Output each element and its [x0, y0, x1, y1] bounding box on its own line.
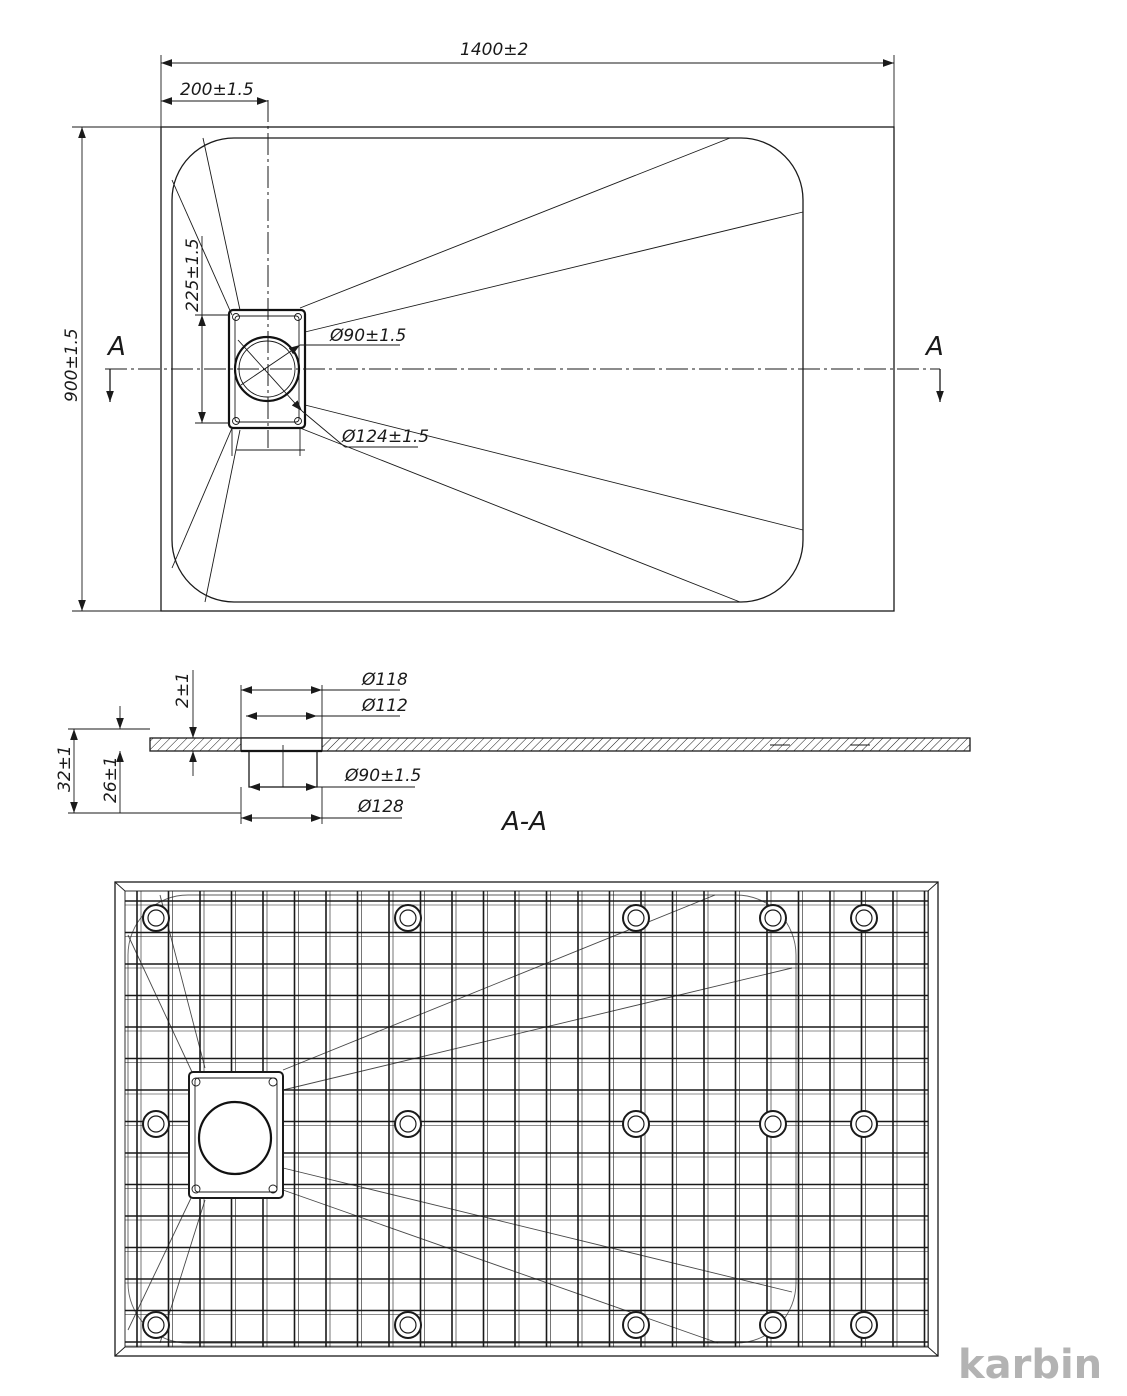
tray-basin — [171, 137, 804, 603]
support-foot — [627, 1316, 645, 1334]
support-foot — [142, 1110, 170, 1138]
support-foot — [759, 1311, 787, 1339]
overall-length-label: 1400±2 — [460, 40, 528, 60]
section-title: A-A — [500, 807, 547, 837]
support-foot — [147, 909, 165, 927]
support-foot — [147, 1316, 165, 1334]
bottom-drain-hole — [197, 1100, 273, 1176]
diameter-112-label: Ø112 — [361, 696, 408, 716]
section-view: Ø118 Ø112 Ø90±1.5 Ø128 2±1 32±1 26±1 A-A — [55, 670, 971, 837]
support-foot — [622, 1110, 650, 1138]
drain-hole-diameter-label: Ø90±1.5 — [329, 326, 406, 346]
body-thickness-label: 26±1 — [101, 756, 121, 803]
support-foot — [855, 1115, 873, 1133]
tray-outline — [160, 126, 895, 612]
support-foot — [399, 909, 417, 927]
support-foot — [394, 1110, 422, 1138]
drain-plate-diameter-label: Ø124±1.5 — [341, 427, 429, 447]
support-foot — [627, 1115, 645, 1133]
drain-offset-y-label: 225±1.5 — [183, 238, 203, 312]
bottom-drain-plate — [188, 1071, 284, 1199]
slope-lines — [171, 137, 804, 603]
plan-view: A A 1400±2 200±1.5 900±1.5 225±1.5 Ø90±1… — [62, 40, 944, 612]
support-foot — [855, 1316, 873, 1334]
section-marker-left: A — [106, 332, 126, 362]
support-foot — [394, 904, 422, 932]
support-foot — [764, 1115, 782, 1133]
support-foot — [850, 1311, 878, 1339]
bottom-view — [114, 881, 939, 1357]
diameter-118-label: Ø118 — [361, 670, 408, 690]
diameter-128-label: Ø128 — [357, 797, 404, 817]
support-foot — [850, 904, 878, 932]
support-foot — [142, 1311, 170, 1339]
support-foot — [394, 1311, 422, 1339]
drain-offset-x-label: 200±1.5 — [180, 80, 254, 100]
support-foot — [142, 904, 170, 932]
support-foot — [147, 1115, 165, 1133]
support-foot — [855, 909, 873, 927]
support-foot — [622, 1311, 650, 1339]
support-foot — [764, 909, 782, 927]
support-foot — [399, 1115, 417, 1133]
support-foot — [627, 909, 645, 927]
support-foot — [759, 1110, 787, 1138]
drain-flange — [240, 737, 323, 752]
tray-section — [149, 737, 971, 752]
overall-width-label: 900±1.5 — [62, 328, 82, 402]
support-foot — [622, 904, 650, 932]
support-foot — [399, 1316, 417, 1334]
bottom-outline — [114, 881, 939, 1357]
outlet-diameter-label: Ø90±1.5 — [344, 766, 421, 786]
total-thickness-label: 32±1 — [55, 745, 75, 792]
support-feet — [142, 904, 878, 1339]
support-foot — [759, 904, 787, 932]
brand-logo: karbin — [958, 1342, 1102, 1388]
section-marker-right: A — [924, 332, 944, 362]
drain-assembly — [227, 308, 307, 430]
support-foot — [850, 1110, 878, 1138]
support-foot — [764, 1316, 782, 1334]
gap-label: 2±1 — [173, 672, 193, 708]
